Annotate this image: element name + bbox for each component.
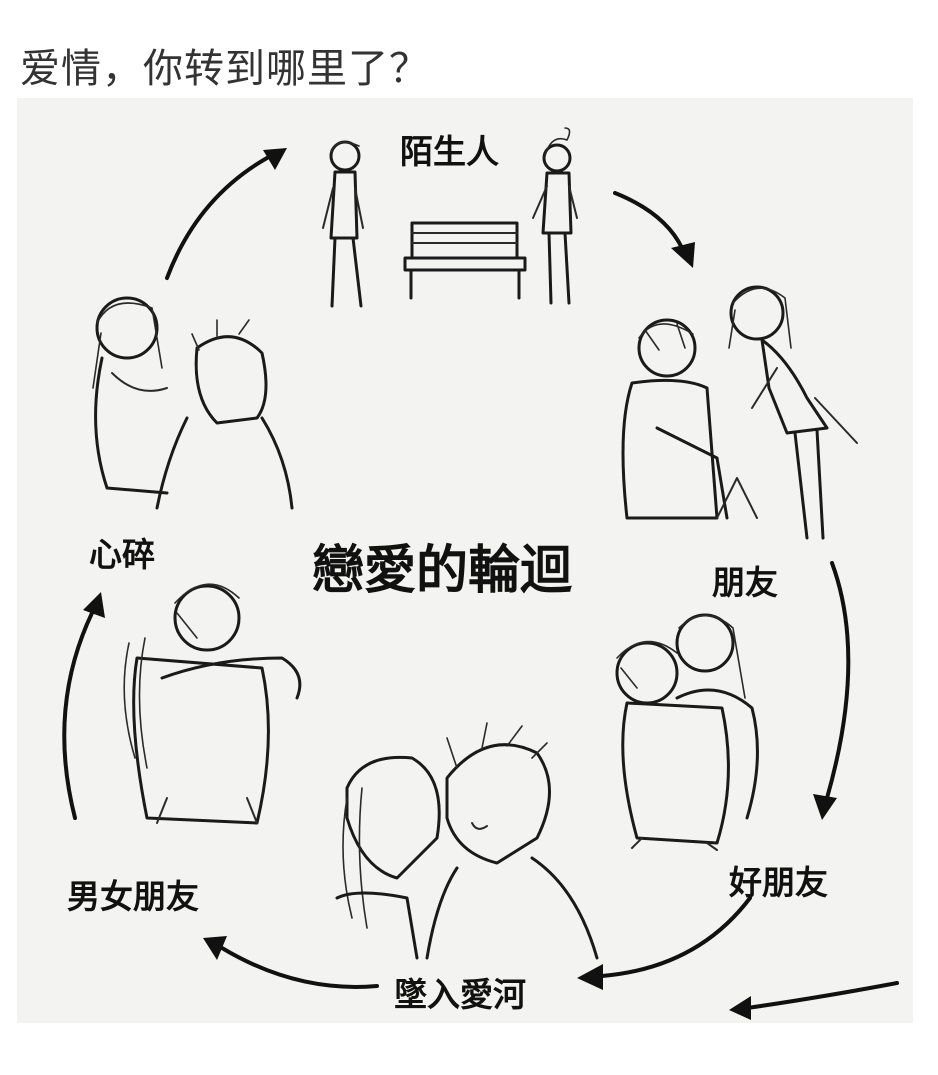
stage-label-heartbreak: 心碎 (89, 535, 155, 574)
stage-label-good-friends: 好朋友 (729, 863, 828, 902)
arrow-partners-to-heartbreak (62, 592, 105, 820)
stage-label-partners: 男女朋友 (67, 877, 199, 916)
arrow-strangers-to-friends (613, 191, 695, 268)
arrow-heartbreak-to-strangers (165, 148, 287, 280)
fall-in-love-sketch (335, 722, 599, 960)
heartbreak-sketch (92, 296, 294, 510)
cycle-sketch-drawing (62, 127, 899, 1020)
good-friends-sketch (615, 613, 759, 851)
partners-sketch (123, 583, 302, 825)
arrow-friends-to-good-friends (813, 561, 851, 820)
stage-label-friends: 朋友 (712, 563, 778, 602)
friends-sketch (621, 285, 858, 540)
strangers-sketch (322, 127, 578, 308)
post-title: 爱情，你转到哪里了？ (20, 46, 430, 92)
stage-label-strangers: 陌生人 (400, 132, 499, 171)
arrow-fall-in-love-to-partners (203, 936, 379, 989)
stage-label-fall-in-love: 墜入愛河 (394, 975, 526, 1014)
arrow-good-friends-to-fall-in-love (577, 896, 752, 990)
cycle-center-title: 戀愛的輪迴 (312, 541, 573, 601)
love-cycle-image: 陌生人 朋友 好朋友 墜入愛河 男女朋友 心碎 戀愛的輪迴 (17, 98, 913, 1023)
arrow-fragment-corner (729, 981, 899, 1020)
